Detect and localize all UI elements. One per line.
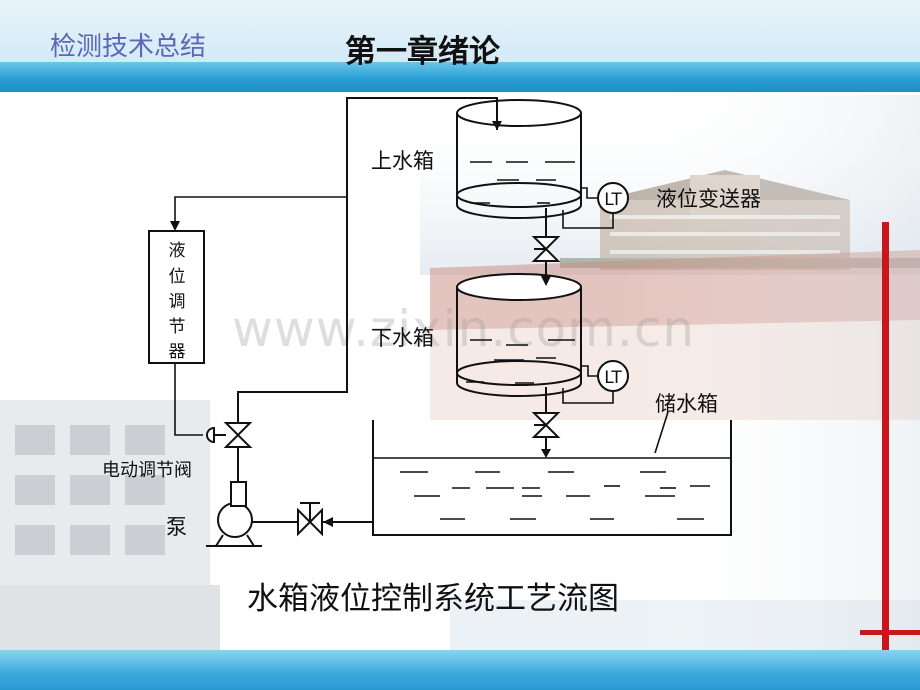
upper-tank — [456, 99, 582, 219]
upper-lt-tag: LT — [604, 190, 622, 210]
decorative-red-line-vertical — [882, 222, 889, 665]
lower-tank-water — [466, 339, 575, 384]
course-title: 检测技术总结 — [50, 32, 207, 62]
controller-label-char: 液 — [169, 241, 186, 261]
diagram-caption: 水箱液位控制系统工艺流图 — [247, 581, 619, 617]
valve-pump-suction — [297, 502, 323, 537]
valve-upper-outlet — [531, 236, 561, 262]
electric-control-valve — [206, 422, 253, 448]
footer-blue-bar — [0, 650, 920, 690]
lower-lt-tag: LT — [604, 368, 622, 388]
chapter-title: 第一章绪论 — [345, 34, 500, 70]
decorative-red-line-horizontal — [860, 630, 920, 635]
level-transmitter-label: 液位变送器 — [656, 187, 761, 211]
controller-label-char: 节 — [169, 317, 186, 337]
watermark: www.zixin.com.cn — [232, 300, 696, 358]
control-valve-label: 电动调节阀 — [102, 460, 192, 481]
storage-tank-label: 储水箱 — [655, 392, 718, 416]
upper-tank-water — [470, 161, 575, 204]
valve-lower-outlet — [531, 412, 561, 438]
controller-label-char: 位 — [169, 267, 186, 287]
upper-tank-label: 上水箱 — [371, 149, 434, 173]
level-controller — [148, 230, 205, 364]
pump — [217, 502, 253, 538]
controller-label-char: 调 — [169, 292, 186, 312]
storage-tank — [372, 420, 732, 536]
storage-tank-water — [400, 471, 710, 520]
header-band — [0, 0, 920, 62]
header-blue-bar — [0, 62, 920, 92]
pump-label: 泵 — [166, 515, 187, 539]
controller-label-char: 器 — [169, 342, 186, 362]
lower-tank — [456, 273, 582, 397]
lower-tank-label: 下水箱 — [371, 326, 434, 350]
